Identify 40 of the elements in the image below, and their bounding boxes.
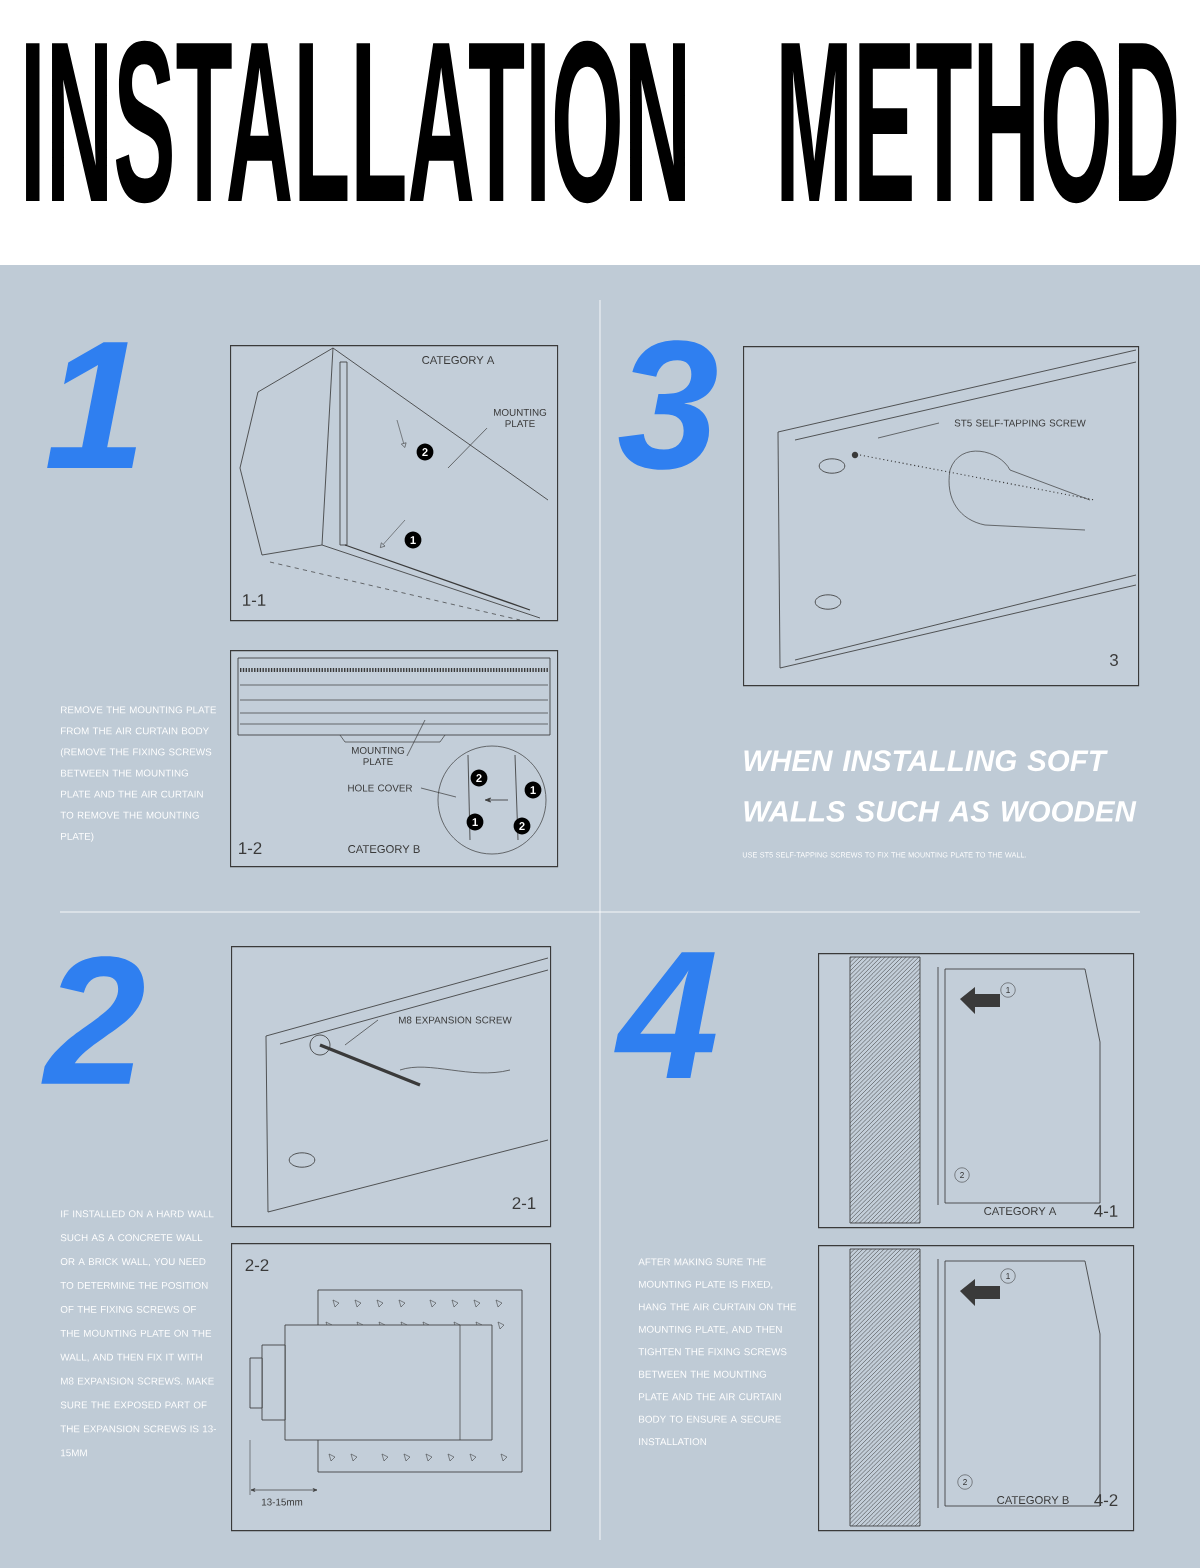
- leader-line: [877, 422, 940, 439]
- leader-line: [447, 427, 488, 469]
- part-label: MOUNTING PLATE: [352, 746, 405, 766]
- callout-number: 1: [1000, 1268, 1016, 1284]
- panel-number: 1-1: [243, 594, 266, 606]
- part-label: MOUNTING PLATE: [494, 408, 547, 428]
- step-number: 3: [618, 340, 717, 470]
- callout-number: 1: [404, 531, 422, 549]
- step-number: 4: [614, 952, 716, 1078]
- callout-number: 1: [1000, 982, 1016, 998]
- leader-line: [420, 787, 457, 798]
- leader-line: [406, 719, 426, 757]
- callout-number: 2: [470, 769, 488, 787]
- category-label: CATEGORY A: [984, 1207, 1057, 1215]
- category-label: CATEGORY B: [997, 1496, 1069, 1504]
- part-label: ST5 SELF-TAPPING SCREW: [954, 419, 1086, 427]
- instruction-text: AFTER MAKING SURE THE MOUNTING PLATE IS FIXED, HANG THE AIR CURTAIN ON THE MOUNTING PLATE, AND THEN TIGHTEN THE FIXING SCREWS BETWEEN THE MOUNTING PLATE AND THE AIR CURTAIN BODY TO ENSURE A SECURE INSTALLATION: [638, 1258, 797, 1446]
- part-label: HOLE COVER: [348, 784, 413, 792]
- dimension-label: 13-15mm: [261, 1498, 303, 1506]
- panel-number: 4-2: [1094, 1494, 1118, 1506]
- step-number: 2: [41, 956, 144, 1084]
- category-label: CATEGORY A: [422, 356, 495, 364]
- panel-number: 1-2: [239, 842, 262, 854]
- step-number: 1: [47, 342, 136, 468]
- panel-number: 2-2: [245, 1259, 269, 1271]
- callout-number: 1: [524, 781, 542, 799]
- callout-number: 1: [466, 813, 484, 831]
- callout-number: 2: [416, 443, 434, 461]
- callout-number: 2: [954, 1167, 970, 1183]
- instruction-text: REMOVE THE MOUNTING PLATE FROM THE AIR CURTAIN BODY (REMOVE THE FIXING SCREWS BETWEEN THE MOUNTING PLATE AND THE AIR CURTAIN TO REMOVE THE MOUNTING PLATE): [60, 706, 217, 842]
- panel-number: 3: [1109, 654, 1118, 666]
- part-label: M8 EXPANSION SCREW: [399, 1016, 512, 1024]
- panel-number: 4-1: [1094, 1205, 1118, 1217]
- leader-line: [344, 1019, 379, 1046]
- panel-number: 2-1: [512, 1197, 536, 1209]
- title: INSTALLATION METHOD: [26, 40, 1177, 204]
- callout-number: 2: [957, 1474, 973, 1490]
- callout-number: 2: [513, 817, 531, 835]
- category-label: CATEGORY B: [348, 845, 420, 853]
- heading: WHEN INSTALLING SOFT WALLS SUCH AS WOODEN: [744, 750, 1137, 822]
